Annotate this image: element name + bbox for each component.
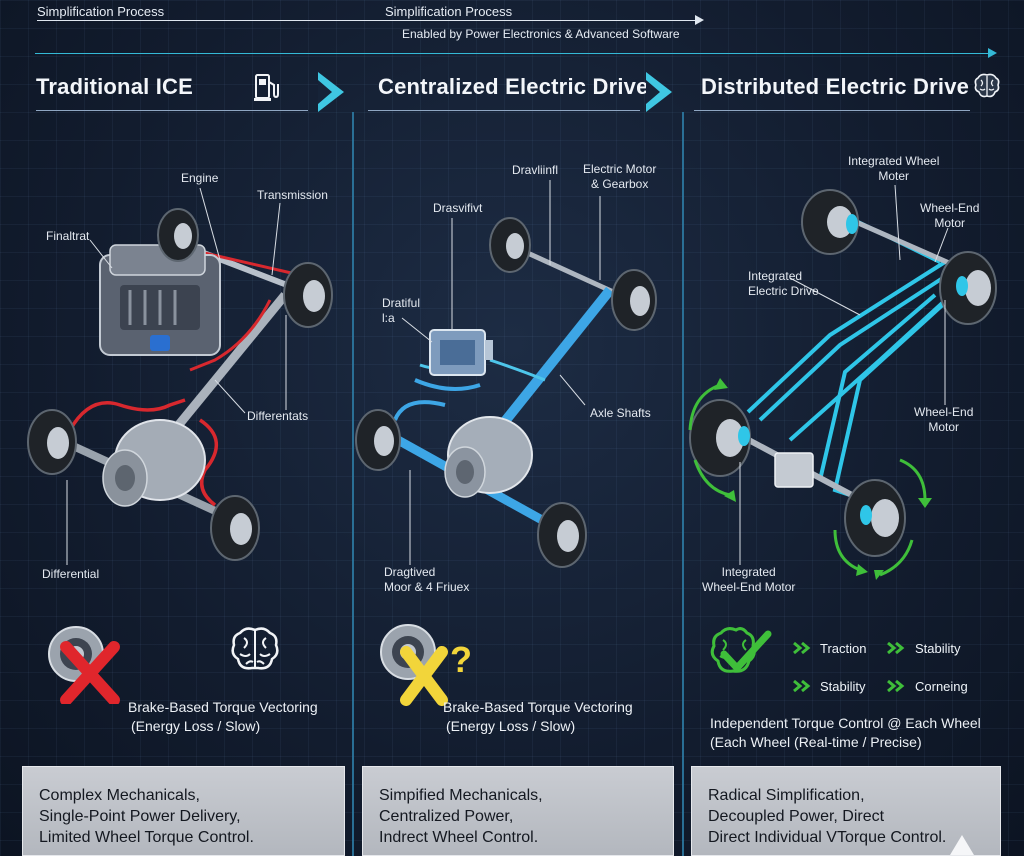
summary-distributed-line-1: Radical Simplification, [708,787,865,804]
label-wheel-end-motor-mid: Wheel-End Motor [914,405,974,434]
brake-disc-yellow-x-icon: ? [378,620,488,706]
column-title-distributed: Distributed Electric Drive [701,74,970,99]
column-underline-ice [36,110,308,111]
ice-differential-housing [102,419,206,507]
summary-centralized-line-2: Centralized Power, [379,808,514,825]
centralized-feature-text: Brake-Based Torque Vectoring (Energy Los… [443,699,633,734]
metric-chevron-cornering-icon [886,679,906,693]
centralized-wheels [355,217,657,568]
label-integrated-wheel-moter: Integrated Wheel Moter [848,154,940,183]
label-finaltrat: Finaltrat [46,229,90,243]
metric-cornering: Corneing [915,679,968,694]
main-arrow-line [35,53,990,54]
top-arrow-line [37,20,697,21]
chevron-2-cut [646,80,660,104]
divider-right [682,112,684,856]
brake-disc-red-x-icon [46,622,126,704]
svg-text:?: ? [450,639,472,680]
column-title-centralized: Centralized Electric Drive [378,74,649,99]
distributed-feature-text: Independent Torque Control @ Each Wheel … [710,715,981,750]
label-differentals: Differentats [247,409,309,423]
corner-triangle-icon [950,835,974,855]
brain-icon [972,71,1002,101]
enabled-label: Enabled by Power Electronics & Advanced … [402,27,680,41]
label-drasvifivt: Drasvifivt [433,201,483,215]
controller-box [429,329,493,376]
green-brain-check-icon [706,624,774,682]
centralized-motor [444,416,533,498]
summary-distributed-line-2: Decoupled Power, Direct [708,808,885,825]
metric-chevron-traction-icon [792,641,812,655]
label-wheel-end-motor-top: Wheel-End Motor [920,201,980,230]
summary-ice-line-3: Limited Wheel Torque Control. [39,829,254,846]
top-left-label: Simplification Process [37,4,165,19]
column-underline-centralized [368,110,640,111]
summary-ice-line-2: Single-Point Power Delivery, [39,808,241,825]
metric-chevron-stability-2-icon [792,679,812,693]
label-transmission: Transmission [257,188,328,202]
label-electric-motor: Electric Motor & Gearbox [583,162,657,191]
top-center-label: Simplification Process [385,4,513,19]
main-arrow-head [988,48,997,58]
center-hub [774,452,814,488]
label-engine: Engine [181,171,219,185]
column-title-ice: Traditional ICE [36,74,194,99]
divider-left [352,112,354,856]
metric-chevron-stability-1-icon [886,641,906,655]
brain-outline-icon [228,624,282,676]
summary-centralized-line-3: Indrect Wheel Control. [379,829,539,846]
metric-stability-1: Stability [915,641,961,656]
fuel-pump-icon [254,72,280,102]
label-differential: Differential [42,567,100,581]
summary-box-centralized: Simpified Mechanicals, Centralized Power… [362,766,674,856]
label-integrated-wheel-end-motor: Integrated Wheel-End Motor [702,565,796,594]
label-dragtived: Dragtived Moor & 4 Friuex [384,565,470,594]
label-dravliinfl: Dravliinfl [512,163,559,177]
column-underline-distributed [694,110,970,111]
summary-centralized-line-1: Simpified Mechanicals, [379,787,543,804]
summary-ice-line-1: Complex Mechanicals, [39,787,200,804]
chevron-1-cut [318,80,332,104]
summary-box-distributed: Radical Simplification, Decoupled Power,… [691,766,1001,856]
label-integrated-electric-drive: Integrated Electric Drive [748,269,819,298]
summary-box-ice: Complex Mechanicals, Single-Point Power … [22,766,345,856]
metric-traction: Traction [820,641,867,656]
ice-feature-text: Brake-Based Torque Vectoring (Energy Los… [128,699,318,734]
label-dratiful: Dratiful l:a [382,296,421,325]
label-axle-shafts: Axle Shafts [590,406,651,420]
summary-distributed-line-3: Direct Individual VTorque Control. [708,829,947,846]
metric-stability-2: Stability [820,679,866,694]
top-arrow-head [695,15,704,25]
